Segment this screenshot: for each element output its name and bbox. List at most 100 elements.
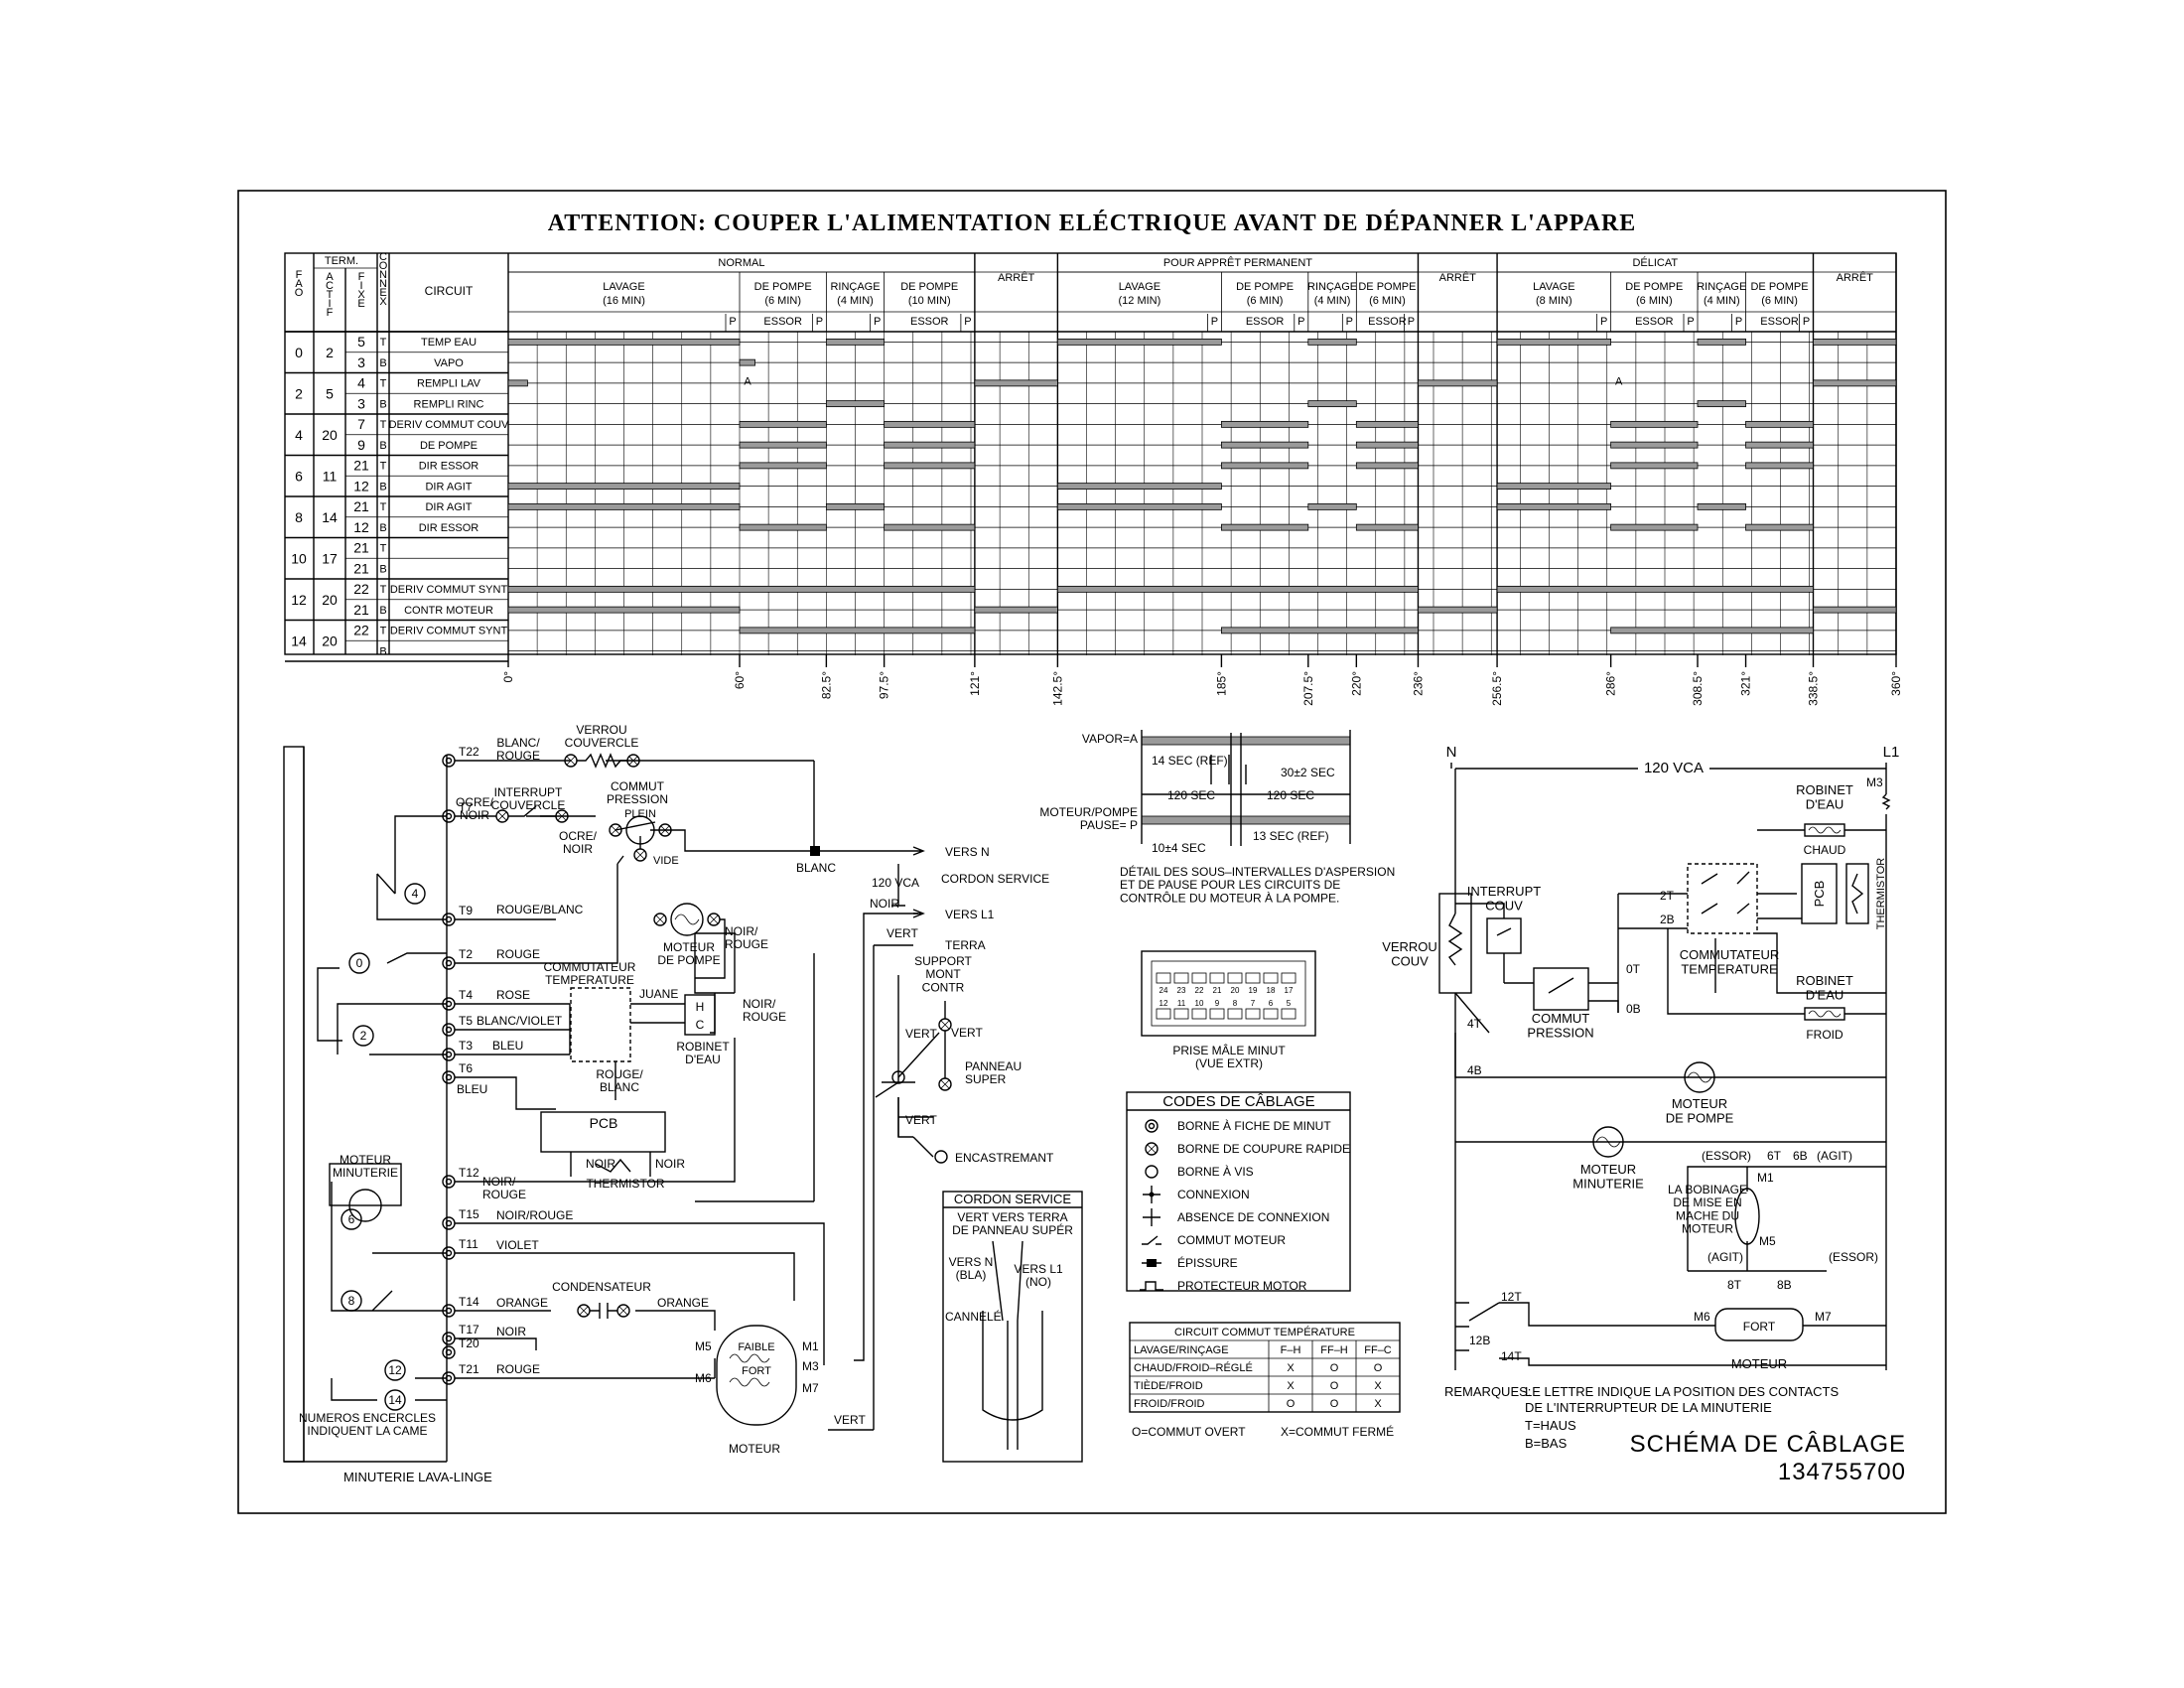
cam-bar-9-0 [739,523,827,531]
fixe-13: 21 [353,602,369,618]
circuit-7: DIR AGIT [425,481,472,492]
label-t14b: ORANGE [657,1296,709,1310]
cam-bar-3-2 [1697,400,1746,408]
label-condensateur: CONDENSATEUR [552,1280,651,1294]
fixe-7: 12 [353,478,369,493]
legend-label-2: BORNE À VIS [1177,1164,1254,1179]
cam-bar-14-1 [1221,627,1419,634]
temp-table-cell-2-2: O [1330,1398,1339,1410]
cam-2 [352,1025,374,1047]
plug-pin-bottom-6: 6 [1269,999,1274,1008]
segment-label-2-0: LAVAGE [1533,281,1574,293]
cam-bar-7-0 [507,483,741,491]
label-t4: ROSE [496,988,530,1002]
cam-bar-0-2 [1056,338,1222,346]
label-vers-n: VERS N [945,845,990,859]
label-vapor: VAPOR=A [1082,732,1138,746]
degree-label-6: 185° [1214,671,1228,696]
degree-label-10: 256.5° [1490,671,1504,706]
segment-sub2-2-3: ESSOR [1760,316,1799,328]
ladder-essor2: (ESSOR) [1829,1250,1878,1264]
legend-label-7: PROTECTEUR MOTOR [1177,1279,1307,1293]
plug-pin-top-1: 23 [1177,986,1186,995]
p-marker-2-1: P [1687,316,1694,328]
ladder-vca: 120 VCA [1644,760,1704,776]
label-t12: NOIR/ROUGE [482,1175,526,1201]
label-noir: NOIR [870,897,899,911]
connex-10: T [380,543,387,555]
ladder-l1: L1 [1883,744,1900,761]
plug-pin-top-5: 19 [1249,986,1258,995]
connex-0: T [380,337,387,349]
page-title: ATTENTION: COUPER L'ALIMENTATION ELÉCTRI… [548,211,1637,236]
pin-c: C [696,1018,705,1032]
cam-bar-2-0 [507,379,528,387]
legend-label-3: CONNEXION [1177,1188,1250,1201]
temp-table-cell-1-3: X [1374,1380,1382,1392]
label-thermistor: THERMISTOR [586,1177,664,1191]
fao-7: 14 [291,633,307,648]
circuit-0: TEMP EAU [421,337,477,349]
cam-label-14: 14 [388,1393,402,1407]
cordon-title: CORDON SERVICE [954,1192,1072,1206]
cam-bar-13-2 [1418,606,1498,614]
connex-15: B [379,645,386,657]
label-120vca: 120 VCA [872,876,919,890]
remarks-line1: LE LETTRE INDIQUE LA POSITION DES CONTAC… [1525,1384,1839,1399]
splice-icon [1142,1259,1161,1267]
fao-4: 8 [295,509,303,525]
terminal-label-T17: T17 [459,1323,479,1336]
fixe-4: 7 [357,416,365,432]
cam-bar-4-3 [1355,420,1419,428]
cam-bar-4-4 [1610,420,1699,428]
segment-sub-2-1: (6 MIN) [1636,295,1673,307]
label-sec120b: 120 SEC [1267,788,1314,802]
plug-pin-top-4: 20 [1231,986,1240,995]
segment-sub-1-1: (6 MIN) [1247,295,1284,307]
segment-sub-1-0: (12 MIN) [1119,295,1161,307]
remarks: REMARQUES: LE LETTRE INDIQUE LA POSITION… [1444,1384,1839,1451]
circuit-2: REMPLI LAV [417,378,481,390]
pulse-icon [1140,1281,1163,1291]
circuit-9: DIR ESSOR [419,522,479,534]
terminal-label-T20: T20 [459,1336,479,1350]
segment-label-1-1: DE POMPE [1236,281,1294,293]
cycle-name-1: POUR APPRÊT PERMANENT [1163,256,1312,269]
circuit-6: DIR ESSOR [419,461,479,473]
segment-sub-2-0: (8 MIN) [1536,295,1572,307]
remarks-t: T=HAUS [1525,1418,1576,1433]
vapor-marker-0: A [744,376,751,388]
segment-sub-2-3: (6 MIN) [1761,295,1798,307]
pin-m7: M7 [802,1381,819,1395]
segment-sub-1-2: (4 MIN) [1314,295,1351,307]
cam-label-12: 12 [388,1363,402,1377]
circuit-4: DERIV COMMUT COUV [389,419,509,431]
terminal-label-T15: T15 [459,1207,479,1221]
terminal-T15 [442,1216,456,1230]
timer-caption: MINUTERIE LAVA-LINGE [343,1470,492,1484]
cam-bar-6-0 [739,462,827,470]
plug-pin-bottom-3: 9 [1215,999,1220,1008]
connex-1: B [379,357,386,369]
cam-bar-12-0 [507,585,976,593]
cam-bar-0-5 [1697,338,1746,346]
ladder-moteur: MOTEUR [1731,1356,1787,1371]
fixe-0: 5 [357,334,365,350]
segment-label-1-3: DE POMPE [1358,281,1416,293]
temp-table-cell-2-1: O [1287,1398,1296,1410]
label-t22: BLANC/ROUGE [496,736,540,763]
temp-table-cell-0-3: O [1374,1362,1383,1374]
ladder-t6: 6T [1767,1149,1782,1163]
plug-pin-top-3: 21 [1213,986,1222,995]
cam-bar-5-3 [1355,441,1419,449]
plug-pin-bottom-1: 11 [1177,999,1186,1008]
terminal-label-T3: T3 [459,1039,473,1053]
